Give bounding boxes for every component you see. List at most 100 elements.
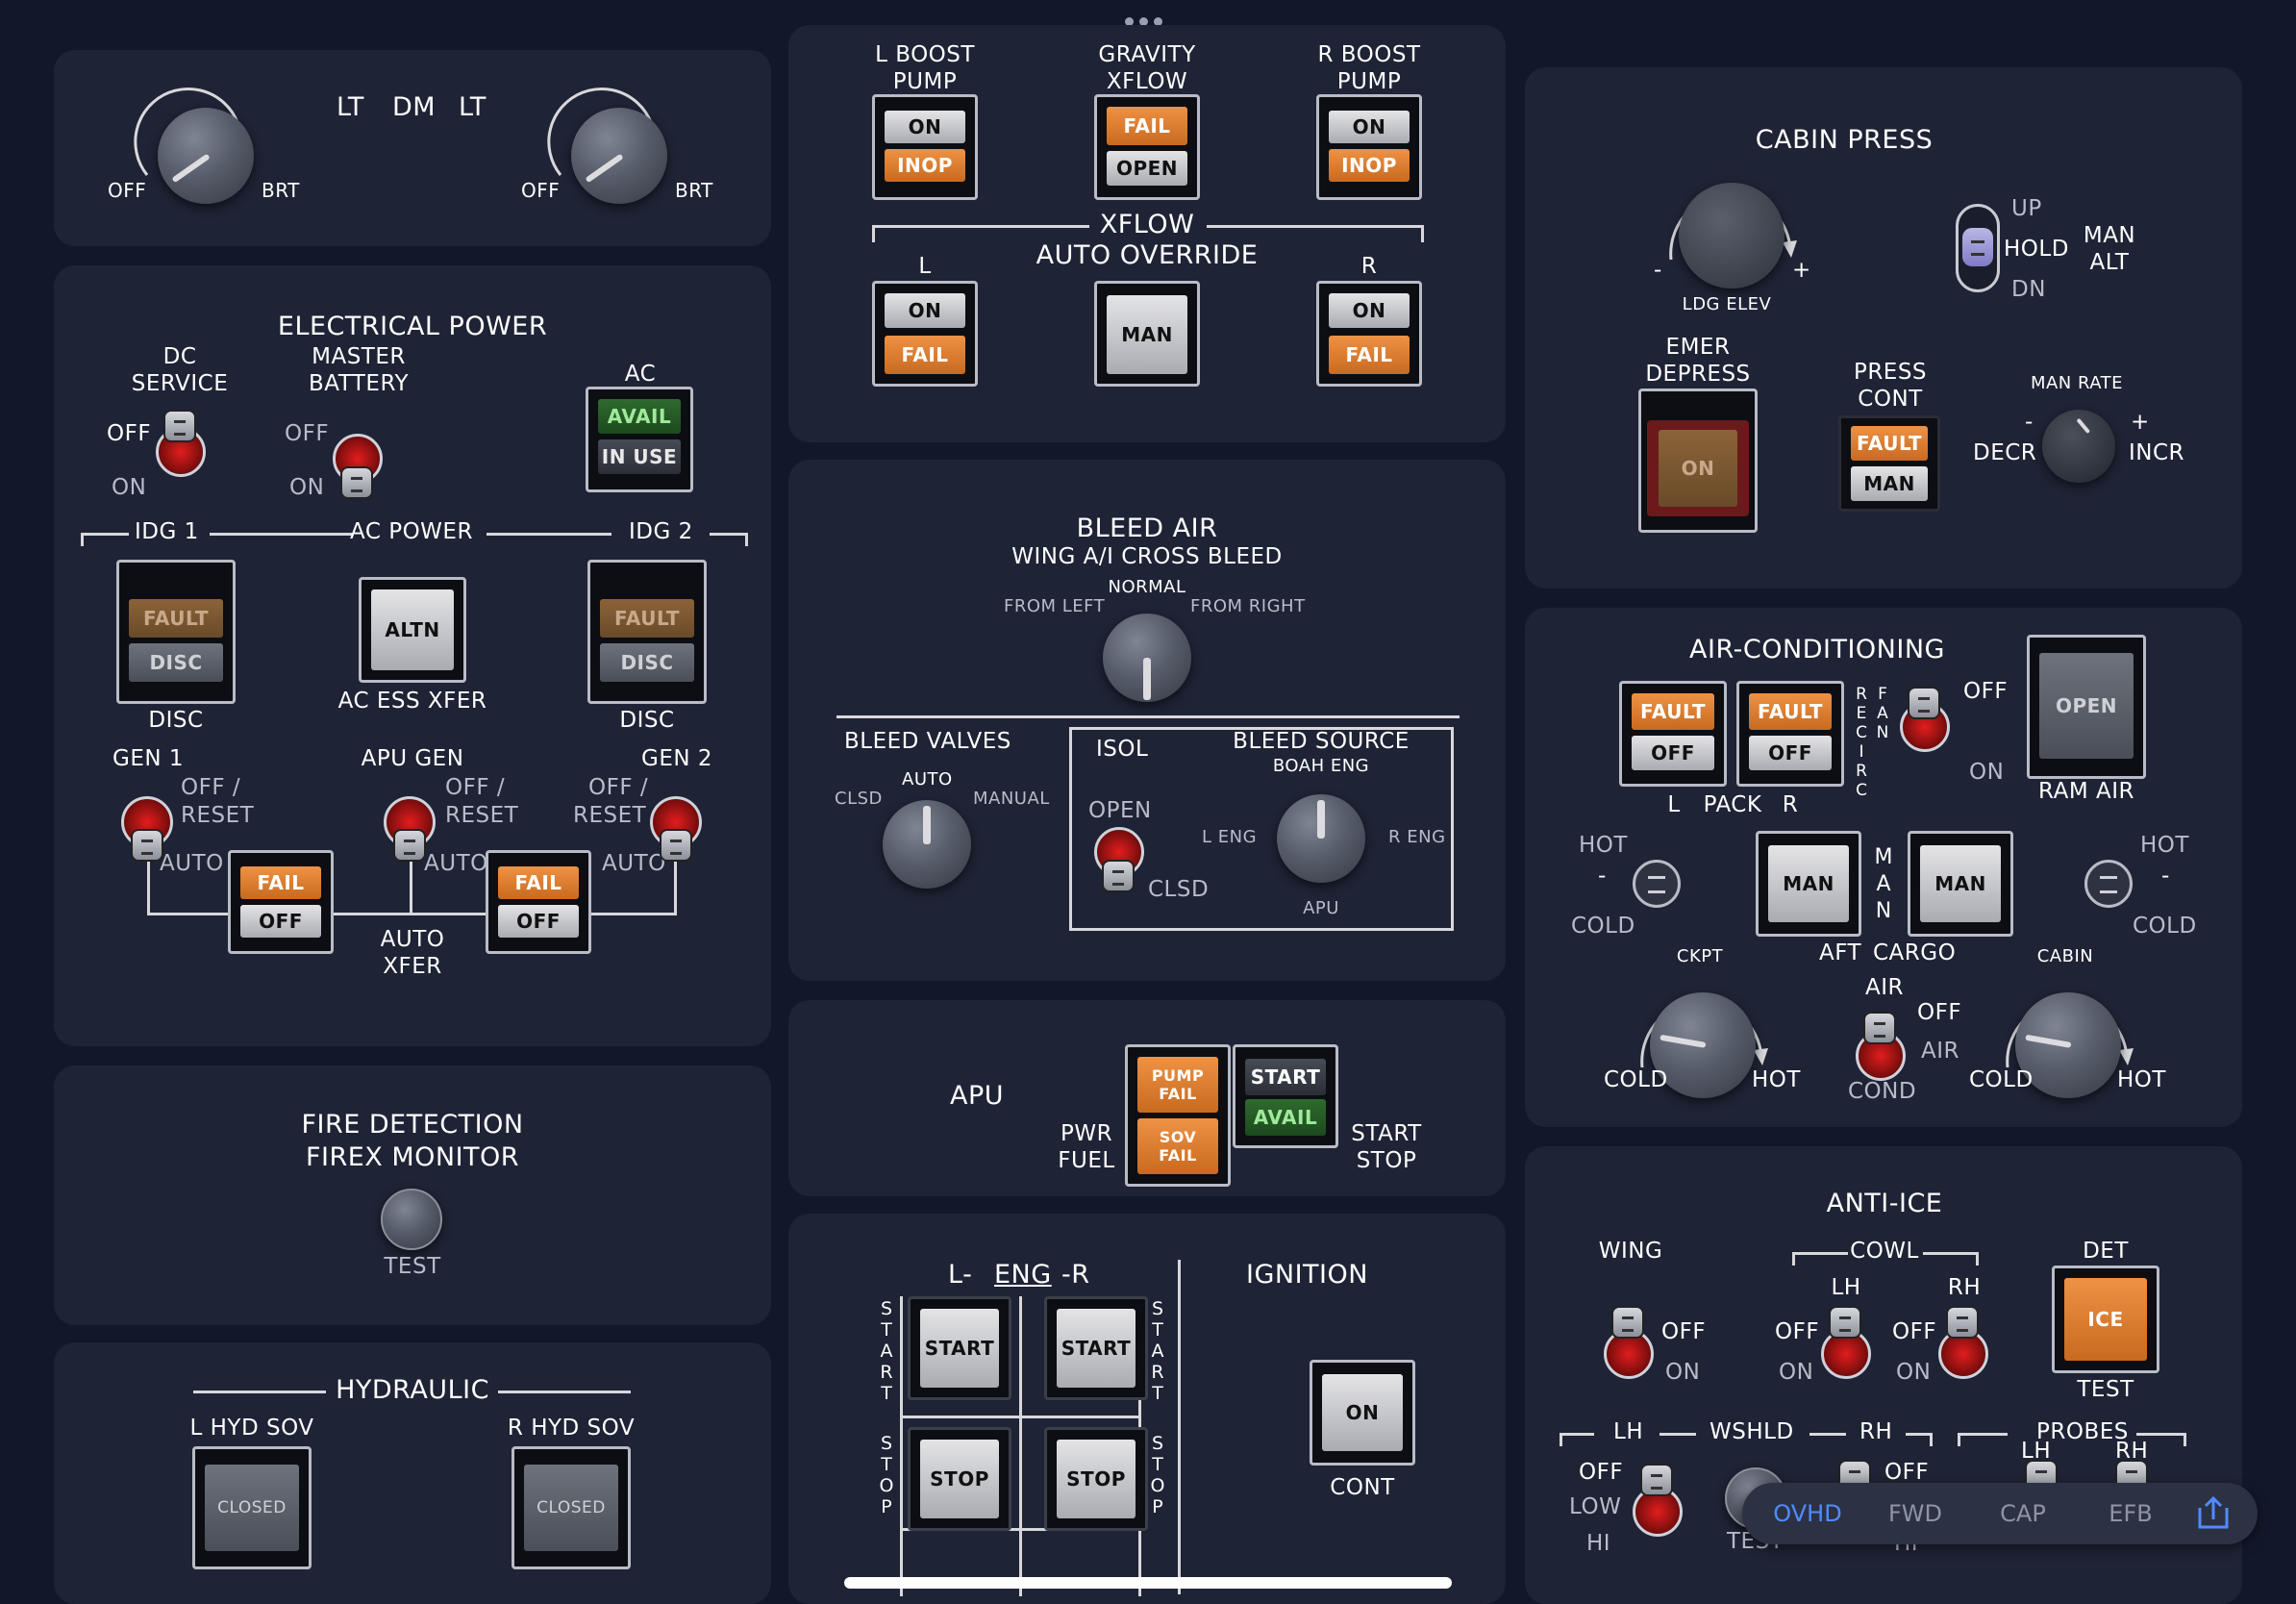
ice-det-test-button[interactable]: ICE [2052, 1266, 2159, 1373]
on-light: ON [885, 293, 965, 328]
auto-xfer-left-button[interactable]: FAIL OFF [228, 850, 334, 954]
dash-label: - [1598, 864, 1607, 889]
wshld-label: WSHLD [1710, 1419, 1794, 1444]
fwd-cargo-temp-knob[interactable] [2084, 860, 2133, 908]
auto-label: AUTO [602, 851, 666, 876]
r-label: R [1360, 254, 1378, 279]
gravity-xflow-button[interactable]: FAIL OPEN [1094, 94, 1200, 200]
ignition-cont-button[interactable]: ON [1310, 1360, 1415, 1466]
cabin-press-panel: CABIN PRESS - + LDG ELEV UP HOLD DN MAN … [1525, 67, 2242, 589]
nav-ovhd-tab[interactable]: OVHD [1773, 1500, 1842, 1527]
gen2-label: GEN 2 [640, 746, 713, 771]
r-pack-button[interactable]: FAULT OFF [1736, 681, 1844, 787]
lt-label-2: LT [459, 92, 487, 122]
hydraulic-panel: HYDRAULIC L HYD SOV R HYD SOV CLOSED CLO… [54, 1342, 771, 1604]
dm-label: DM [392, 92, 437, 122]
emer-label: EMER [1665, 335, 1731, 360]
cargo-label: CARGO [1873, 940, 1957, 965]
fwd-cargo-man-button[interactable]: MAN [1908, 831, 2013, 937]
bleed-valves-selector[interactable] [883, 800, 971, 889]
fire-test-button[interactable] [381, 1189, 442, 1250]
auto-override-label: AUTO OVERRIDE [1036, 240, 1259, 270]
altn-button[interactable]: ALTN [359, 577, 466, 683]
aft-cargo-temp-knob[interactable] [1633, 860, 1681, 908]
l-hyd-sov-button[interactable]: CLOSED [192, 1446, 312, 1569]
cabin-temp-knob[interactable] [2015, 992, 2121, 1098]
idg2-disc-label: DISC [619, 708, 675, 733]
ldg-elev-knob[interactable] [1679, 183, 1784, 288]
up-label: UP [2011, 196, 2042, 221]
press-cont-button[interactable]: FAULT MAN [1838, 415, 1940, 512]
from-left-label: FROM LEFT [1004, 596, 1106, 616]
start-light: START [1057, 1309, 1136, 1388]
off-label: OFF [285, 421, 330, 446]
l-eng-stop-button[interactable]: STOP [908, 1427, 1011, 1531]
multitask-dots[interactable] [1125, 17, 1162, 26]
fail-light: FAIL [498, 866, 579, 899]
bleed-source-selector[interactable] [1277, 794, 1365, 883]
press-label: PRESS [1853, 360, 1928, 385]
start-label: START [1351, 1121, 1422, 1146]
on-label: ON [1665, 1360, 1701, 1385]
cabin-press-title: CABIN PRESS [1755, 125, 1934, 155]
hot-label: HOT [2117, 1067, 2166, 1092]
xflow-r-button[interactable]: ON FAIL [1316, 281, 1422, 387]
test-label: TEST [384, 1254, 441, 1279]
on-label: ON [1969, 760, 2005, 785]
ram-air-open-light: OPEN [2039, 653, 2134, 759]
reset-label: RESET [445, 803, 519, 828]
man-alt-switch[interactable] [1956, 204, 2000, 292]
emer-depress-button[interactable]: ON [1638, 388, 1758, 533]
brt-label: BRT [262, 179, 300, 202]
lt-label: LT [337, 92, 364, 122]
ckpt-temp-knob[interactable] [1650, 992, 1756, 1098]
apu-start-stop-button[interactable]: START AVAIL [1233, 1044, 1338, 1148]
home-indicator[interactable] [844, 1577, 1452, 1589]
low-label: LOW [1569, 1494, 1622, 1519]
start-light: START [920, 1309, 999, 1388]
nav-cap-tab[interactable]: CAP [2000, 1500, 2046, 1527]
idg2-disc-button[interactable]: FAULT DISC [587, 560, 707, 704]
idg1-disc-button[interactable]: FAULT DISC [116, 560, 236, 704]
xflow-title: XFLOW [1099, 210, 1195, 239]
hot-label: HOT [1752, 1067, 1801, 1092]
reset-label: RESET [181, 803, 255, 828]
ram-air-button[interactable]: OPEN [2027, 635, 2146, 779]
off-light: OFF [498, 905, 579, 938]
cross-bleed-selector[interactable] [1103, 614, 1191, 702]
brightness-knob-left[interactable] [158, 108, 254, 204]
off-label: OFF [1661, 1319, 1707, 1344]
off-reset-label: OFF / [445, 775, 506, 800]
auto-xfer-right-button[interactable]: FAIL OFF [486, 850, 591, 954]
l-boost-pump-button[interactable]: ON INOP [872, 94, 978, 200]
off-light: OFF [240, 905, 321, 938]
xflow-man-button[interactable]: MAN [1094, 281, 1200, 387]
l-eng-start-button[interactable]: START [908, 1296, 1011, 1400]
ac-indicator: AVAIL IN USE [586, 387, 693, 492]
xflow-l-button[interactable]: ON FAIL [872, 281, 978, 387]
brightness-knob-right[interactable] [571, 108, 667, 204]
ac-ess-xfer-label: AC ESS XFER [337, 689, 487, 714]
r-eng-stop-button[interactable]: STOP [1044, 1427, 1148, 1531]
plus-label: + [1792, 258, 1811, 283]
ignition-title: IGNITION [1246, 1260, 1368, 1290]
l-pack-button[interactable]: FAULT OFF [1619, 681, 1727, 787]
nav-fwd-tab[interactable]: FWD [1887, 1500, 1942, 1527]
fail-light: FAIL [885, 336, 965, 374]
hot-label: HOT [2140, 833, 2189, 858]
man-rate-knob[interactable] [2042, 410, 2115, 483]
stop-label: STOP [1356, 1148, 1417, 1173]
expand-icon[interactable] [2184, 1491, 2242, 1537]
cowl-label: COWL [1850, 1239, 1919, 1264]
r-boost-pump-button[interactable]: ON INOP [1316, 94, 1422, 200]
panel-nav-bar: OVHD FWD CAP EFB [1742, 1483, 2258, 1544]
nav-efb-tab[interactable]: EFB [2109, 1500, 2153, 1527]
r-eng-start-button[interactable]: START [1044, 1296, 1148, 1400]
aft-cargo-man-button[interactable]: MAN [1756, 831, 1861, 937]
idg1-label: IDG 1 [135, 519, 199, 544]
r-hyd-sov-button[interactable]: CLOSED [512, 1446, 631, 1569]
